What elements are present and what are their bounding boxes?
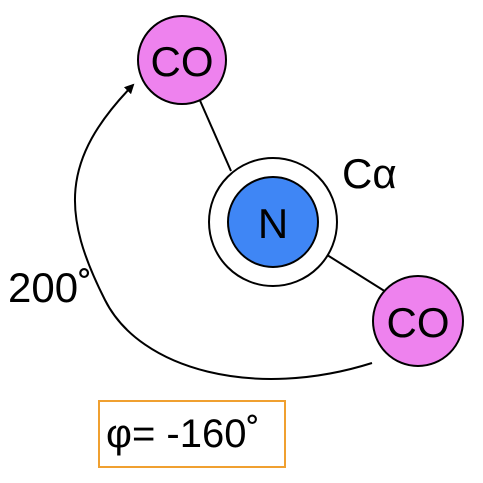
top-co-label: CO xyxy=(151,38,214,85)
right-co-label: CO xyxy=(387,299,450,346)
phi-angle-label: φ= -160˚ xyxy=(106,412,260,456)
right-co-circle xyxy=(372,275,464,367)
top-co-circle xyxy=(137,15,227,105)
n-atom-label: N xyxy=(258,200,288,247)
bond-top-co-to-calpha xyxy=(197,95,232,172)
rotation-arrow xyxy=(73,83,373,380)
rotation-angle-label: 200˚ xyxy=(8,264,92,311)
calpha-label: Cα xyxy=(342,150,397,197)
phi-angle-box: φ= -160˚ xyxy=(98,400,286,468)
n-atom-circle xyxy=(227,176,319,268)
